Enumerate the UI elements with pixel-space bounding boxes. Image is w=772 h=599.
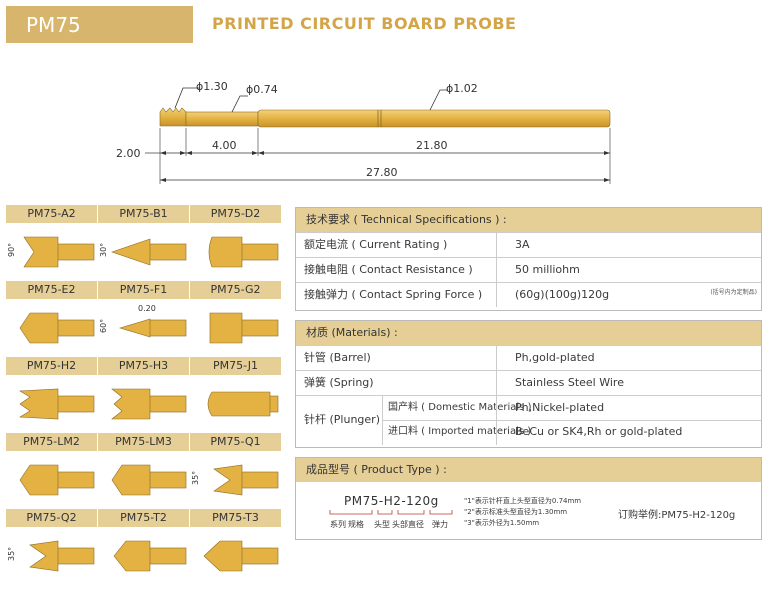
dim-l1: 2.00 [116,147,141,160]
material-row: 弹簧 (Spring) Stainless Steel Wire [296,370,761,395]
spring-label: 弹簧 (Spring) [304,376,374,389]
tip-name: PM75-Q1 [190,433,281,451]
product-type-heading: 成品型号 ( Product Type ) : [296,458,761,482]
tip-name: PM75-LM3 [98,433,189,451]
dim-d3: ϕ1.02 [446,82,478,95]
tip-angle: 90° [7,243,16,257]
spec-row: 接触弹力 ( Contact Spring Force ) (60g)(100g… [296,282,761,307]
tip-name: PM75-J1 [190,357,281,375]
tip-name: PM75-LM2 [6,433,97,451]
tip-illustration [6,375,97,433]
tip-illustration: 35° [190,451,281,509]
tip-name: PM75-T2 [98,509,189,527]
code-note: "1"表示针杆直上头型直径为0.74mm [464,497,582,505]
code-part: 弹力 [432,520,448,529]
page-title: PRINTED CIRCUIT BOARD PROBE [212,14,517,33]
spec-label: 接触电阻 ( Contact Resistance ) [304,263,473,276]
tip-illustration [6,299,97,357]
tip-name: PM75-T3 [190,509,281,527]
specs-heading: 技术要求 ( Technical Specifications ) : [296,208,761,232]
tip-name: PM75-A2 [6,205,97,223]
plunger-label: 针杆 (Plunger) [304,413,380,426]
code-note: "3"表示外径为1.50mm [464,519,540,527]
tip-illustration [6,451,97,509]
code-notes: "1"表示针杆直上头型直径为0.74mm "2"表示标准头型直径为1.30mm … [464,496,581,529]
tip-illustration: 30° [98,223,189,281]
tip-name: PM75-H2 [6,357,97,375]
model-badge: PM75 [6,6,193,43]
plunger-row: 针杆 (Plunger) 国产料 ( Domestic Materials ) … [296,395,761,445]
tip-illustration [98,451,189,509]
domestic-value: Ph,Nickel-plated [515,401,605,414]
spec-row: 接触电阻 ( Contact Resistance ) 50 milliohm [296,257,761,282]
imported-label: 进口料 ( Imported materials ) [388,426,532,437]
tip-angle: 35° [191,471,200,485]
code-part: 头部直径 [392,520,424,529]
order-example: 订购举例:PM75-H2-120g [618,510,736,521]
tip-name: PM75-G2 [190,281,281,299]
spec-value: 50 milliohm [515,263,580,276]
spec-label: 接触弹力 ( Contact Spring Force ) [304,288,483,301]
spec-note: (括号内为定制品) [710,289,757,296]
spring-value: Stainless Steel Wire [515,376,624,389]
tip-illustration [190,375,281,433]
code-part: 系列 [330,520,346,529]
tip-angle: 60° [99,319,108,333]
tip-name: PM75-D2 [190,205,281,223]
dim-d1: ϕ1.30 [196,80,228,93]
tip-name: PM75-E2 [6,281,97,299]
code-part: 头型 [374,520,390,529]
product-type-panel: 成品型号 ( Product Type ) : PM75-H2-120g 系列 … [295,457,762,540]
material-row: 针管 (Barrel) Ph,gold-plated [296,345,761,370]
barrel-label: 针管 (Barrel) [304,351,371,364]
barrel-value: Ph,gold-plated [515,351,595,364]
tip-illustration: 60° 0.20 [98,299,189,357]
spec-label: 额定电流 ( Current Rating ) [304,238,448,251]
tip-illustration: 90° [6,223,97,281]
probe-head [159,107,187,127]
dim-l2: 4.00 [212,139,237,152]
probe-drawing: ϕ1.30 ϕ0.74 ϕ1.02 2.00 4.00 21.80 27.80 [116,80,611,184]
tip-name: PM75-Q2 [6,509,97,527]
tip-illustration [98,527,189,585]
product-code: PM75-H2-120g [344,494,439,508]
model-label: PM75 [26,13,81,37]
tip-illustration [190,223,281,281]
tip-name: PM75-H3 [98,357,189,375]
tip-illustration: 35° [6,527,97,585]
tip-note: 0.20 [138,304,156,313]
tip-name: PM75-B1 [98,205,189,223]
tip-angle: 30° [99,243,108,257]
dim-d2: ϕ0.74 [246,83,278,96]
spec-value: (60g)(100g)120g [515,288,610,301]
dim-l4: 27.80 [366,166,398,179]
spec-value: 3A [515,238,530,251]
tip-illustration [190,527,281,585]
dim-l3: 21.80 [416,139,448,152]
materials-table: 材质 (Materials) : 针管 (Barrel) Ph,gold-pla… [295,320,762,448]
specs-table: 技术要求 ( Technical Specifications ) : 额定电流… [295,207,762,311]
code-part: 规格 [348,520,364,529]
imported-value: BeCu or SK4,Rh or gold-plated [515,425,683,438]
tip-illustration [190,299,281,357]
tip-angle: 35° [7,547,16,561]
code-note: "2"表示标准头型直径为1.30mm [464,508,568,516]
tip-illustration [98,375,189,433]
domestic-label: 国产料 ( Domestic Materials ) [388,402,532,413]
code-brackets [329,510,453,515]
probe-plunger [185,111,259,127]
tip-name: PM75-F1 [98,281,189,299]
probe-barrel [257,109,611,128]
spec-row: 额定电流 ( Current Rating ) 3A [296,232,761,257]
materials-heading: 材质 (Materials) : [296,321,761,345]
